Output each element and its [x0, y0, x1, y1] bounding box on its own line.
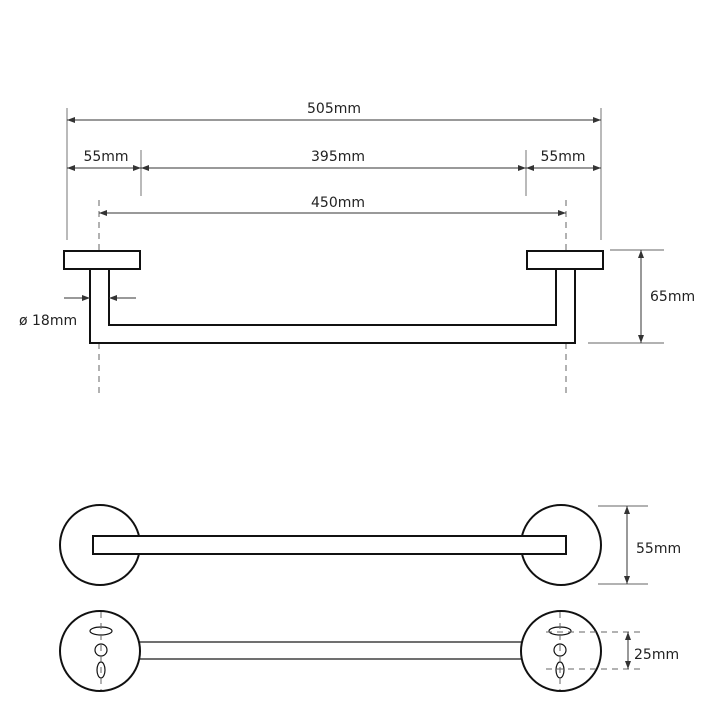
tube-diameter-label: ø 18mm	[19, 313, 77, 329]
bar-mount	[129, 641, 531, 660]
side-view: 505mm 55mm 395mm 55mm 450mm ø 18mm 65mm	[19, 101, 695, 395]
bar-profile	[89, 267, 576, 344]
flange-right	[526, 250, 604, 270]
dimension-projection-label: 65mm	[650, 289, 695, 305]
dimension-right-flange-label: 55mm	[540, 149, 585, 165]
bar-front	[92, 535, 567, 555]
dimension-left-flange-label: 55mm	[83, 149, 128, 165]
dimension-rosette-label: 55mm	[636, 541, 681, 557]
mounting-view: 25mm	[59, 610, 679, 692]
dimension-mount-spacing-label: 25mm	[634, 647, 679, 663]
dimension-centers-label: 450mm	[311, 195, 365, 211]
dimension-middle-label: 395mm	[311, 149, 365, 165]
dimension-overall-label: 505mm	[307, 101, 361, 117]
flange-left	[63, 250, 141, 270]
front-view: 55mm	[59, 504, 681, 586]
